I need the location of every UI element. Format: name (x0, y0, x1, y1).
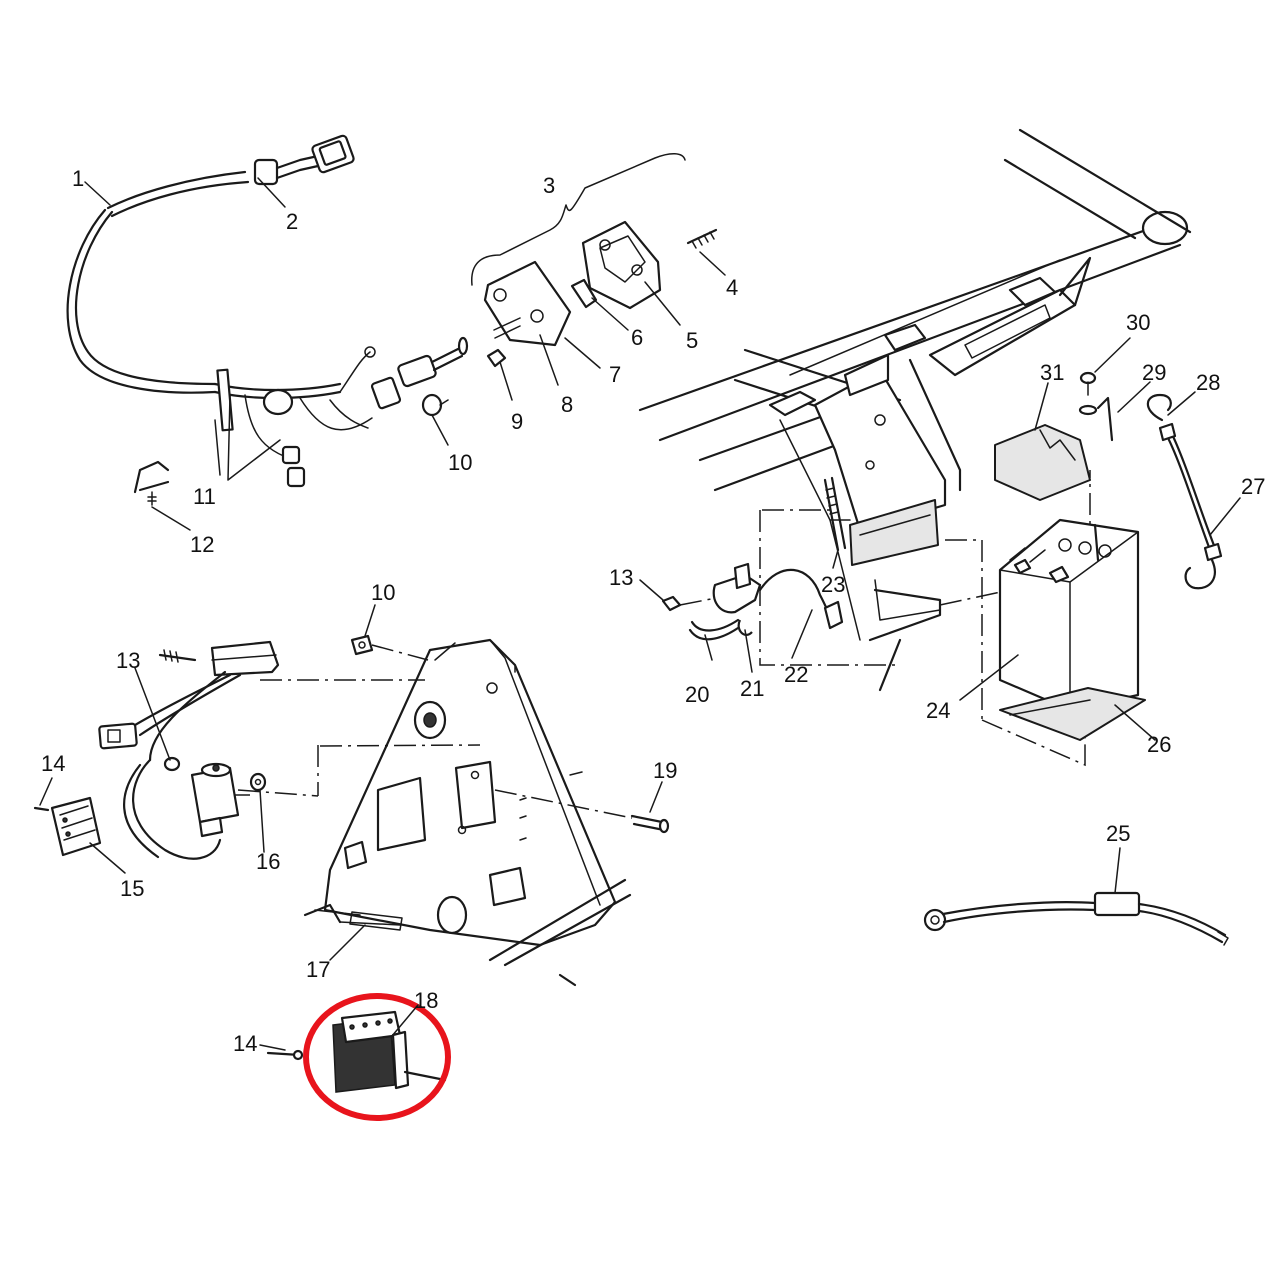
callout-7: 7 (609, 362, 621, 387)
callout-31: 31 (1040, 360, 1064, 385)
cable-22 (758, 568, 844, 630)
callout-1: 1 (72, 166, 84, 191)
callout-26: 26 (1147, 732, 1171, 757)
callout-24: 24 (926, 698, 950, 723)
leader-lines (39, 177, 1241, 1051)
cable-25 (923, 891, 1229, 946)
callout-5: 5 (686, 328, 698, 353)
callout-30: 30 (1126, 310, 1150, 335)
battery-pad (999, 687, 1146, 741)
callout-8: 8 (561, 392, 573, 417)
clip-10-lower (350, 634, 429, 661)
mounting-panel (235, 638, 632, 987)
wire-connector-inline (397, 336, 469, 388)
nut-13-upper (661, 595, 717, 612)
callout-13: 13 (609, 565, 633, 590)
callout-12: 12 (190, 532, 214, 557)
vehicle-frame (638, 128, 1192, 767)
highlight-circle (303, 993, 451, 1121)
battery-cover (994, 424, 1091, 501)
voltage-regulator-18 (266, 1010, 447, 1093)
callout-14: 14 (41, 751, 65, 776)
callout-22: 22 (784, 662, 808, 687)
bolt-and-washer (1078, 371, 1098, 416)
starter-solenoid (712, 562, 762, 636)
callout-25: 25 (1106, 821, 1130, 846)
battery (998, 518, 1140, 712)
callout-15: 15 (120, 876, 144, 901)
harness-connector-plug (253, 134, 355, 186)
callout-19: 19 (653, 758, 677, 783)
callout-21: 21 (740, 676, 764, 701)
callout-20: 20 (685, 682, 709, 707)
lower-wiring-box (98, 640, 280, 860)
clip-10-upper (421, 393, 449, 417)
ignition-coil (190, 762, 319, 838)
callout-27: 27 (1241, 474, 1265, 499)
callout-labels: 1 2 3 4 5 6 7 8 9 10 11 12 13 20 21 22 2… (41, 166, 1265, 1056)
callout-10-lower: 10 (371, 580, 395, 605)
callout-6: 6 (631, 325, 643, 350)
callout-9: 9 (511, 409, 523, 434)
callout-11: 11 (193, 484, 216, 509)
callout-28: 28 (1196, 370, 1220, 395)
main-wiring-harness (66, 170, 402, 488)
callout-10: 10 (448, 450, 472, 475)
rectifier-15 (33, 796, 102, 857)
callout-29: 29 (1142, 360, 1166, 385)
bolt-19 (494, 789, 670, 834)
taillight-assembly (471, 153, 718, 368)
callout-4: 4 (726, 275, 738, 300)
callout-18: 18 (414, 988, 438, 1013)
harness-clip (133, 460, 170, 506)
washer-16 (249, 772, 267, 792)
callout-16: 16 (256, 849, 280, 874)
callout-13-lower: 13 (116, 648, 140, 673)
callout-14-lower: 14 (233, 1031, 257, 1056)
callout-2: 2 (286, 209, 298, 234)
callout-3: 3 (543, 173, 555, 198)
callout-17: 17 (306, 957, 330, 982)
nut-13-lower (163, 756, 181, 772)
hold-down-strap (1146, 393, 1223, 590)
cable-20 (688, 618, 740, 641)
callout-23: 23 (821, 572, 845, 597)
battery-bracket-strap (1096, 396, 1114, 442)
mounting-studs (823, 476, 847, 552)
